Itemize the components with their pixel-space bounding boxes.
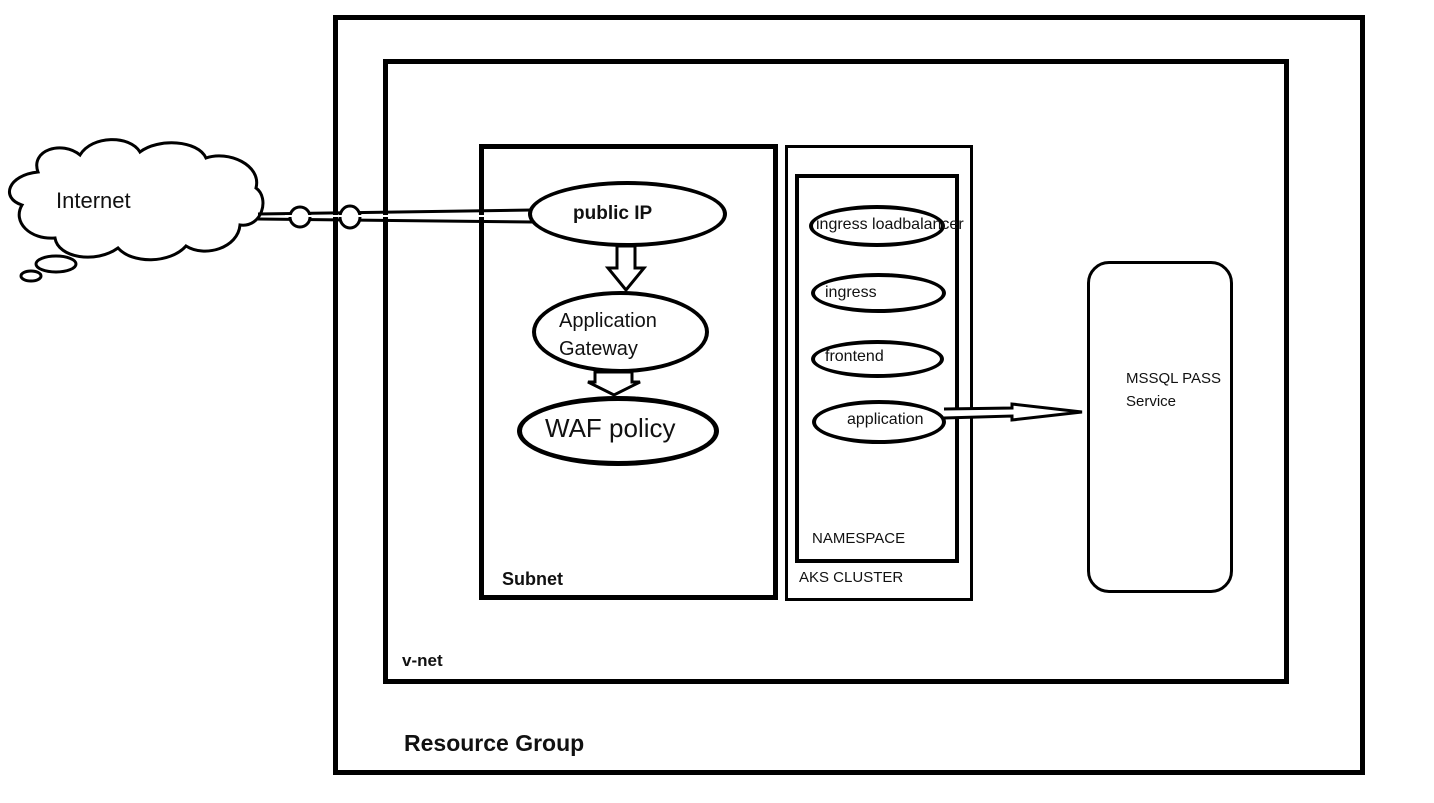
application-node	[812, 400, 946, 444]
internet-label: Internet	[56, 188, 131, 213]
application-gateway-label-line1: Application	[559, 310, 657, 332]
internet-cloud-icon	[8, 138, 265, 262]
ingress-label: ingress	[825, 284, 877, 301]
cloud-tail-bubble	[34, 254, 78, 274]
application-label: application	[847, 411, 924, 428]
application-gateway-label-line2: Gateway	[559, 338, 638, 360]
vnet-label: v-net	[402, 651, 443, 670]
arrow-gateway-to-waf	[587, 370, 641, 397]
ingress-node	[811, 273, 946, 313]
arrow-application-to-mssql	[943, 402, 1083, 422]
resource-group-box	[333, 15, 1365, 775]
aks-cluster-box	[785, 145, 973, 601]
cloud-tail-dot	[19, 269, 43, 283]
mssql-service-box	[1087, 261, 1233, 593]
vnet-box	[383, 59, 1289, 684]
frontend-node	[811, 340, 944, 378]
mssql-service-line2: Service	[1126, 393, 1177, 410]
namespace-box	[795, 174, 959, 563]
subnet-box	[479, 144, 778, 600]
namespace-label: NAMESPACE	[812, 530, 906, 547]
aks-cluster-label: AKS CLUSTER	[799, 569, 904, 586]
subnet-label: Subnet	[502, 569, 563, 589]
arrow-publicip-to-gateway	[604, 244, 648, 293]
frontend-label: frontend	[825, 348, 884, 365]
ingress-loadbalancer-node	[809, 205, 945, 247]
public-ip-label: public IP	[573, 203, 653, 224]
resource-group-label: Resource Group	[404, 730, 585, 756]
mssql-service-line1: MSSQL PASS	[1126, 370, 1222, 387]
application-gateway-node	[532, 291, 709, 373]
waf-policy-node	[517, 396, 719, 466]
public-ip-node	[528, 181, 727, 247]
ingress-loadbalancer-label: ingress loadbalancer	[816, 216, 964, 233]
waf-policy-label: WAF policy	[545, 413, 676, 443]
